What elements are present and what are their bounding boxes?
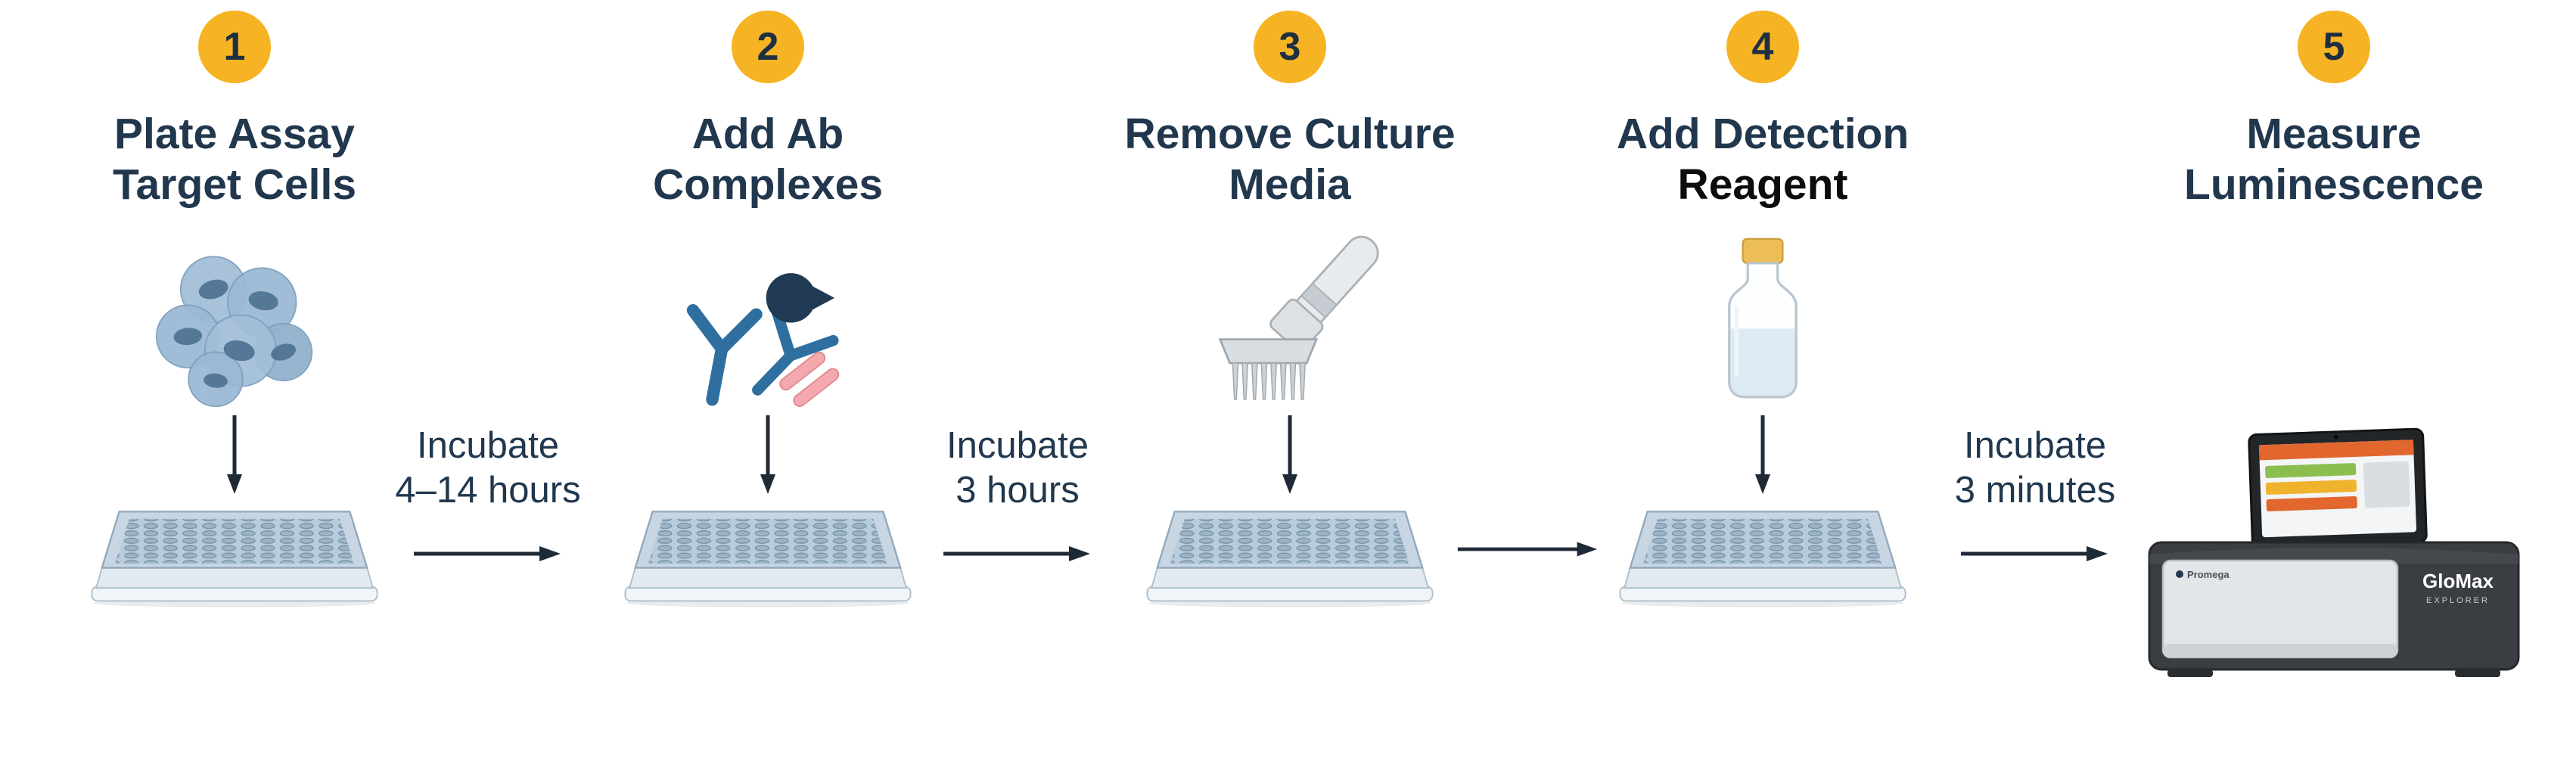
step-measure-luminescence: 5 Measure Luminescence <box>2099 0 2568 685</box>
device-model-label: GloMax <box>2422 570 2494 592</box>
incubation-label-line2: 3 hours <box>956 469 1080 511</box>
step-title-line1: Add Ab <box>691 110 844 158</box>
step-plate-assay-target-cells: 1 Plate Assay Target Cells <box>0 0 469 608</box>
incubation-label-line2: 4–14 hours <box>395 469 581 511</box>
step-number-badge: 4 <box>1726 11 1799 83</box>
transition-incubate-3: Incubate 3 minutes <box>1884 424 2186 564</box>
device-brand-dot <box>2176 570 2183 579</box>
step-number-badge: 1 <box>198 11 271 83</box>
transition-incubate-2: Incubate 3 hours <box>866 424 1169 564</box>
step-title-line1: Remove Culture <box>1124 110 1456 158</box>
step-title-line1: Measure <box>2246 110 2422 158</box>
incubation-label-line2: 3 minutes <box>1954 469 2116 511</box>
step-title-line2: Complexes <box>652 160 884 209</box>
step-number: 3 <box>1279 25 1301 69</box>
step-title: Measure Luminescence <box>2184 109 2484 210</box>
step-number-badge: 5 <box>2298 11 2370 83</box>
antibody-complex-icon <box>654 219 881 409</box>
incubation-label-line1: Incubate <box>1964 425 2106 466</box>
multichannel-pipette-icon <box>1199 219 1381 409</box>
luminometer-icon: Promega GloMax EXPLORER <box>2137 427 2531 685</box>
step-add-detection-reagent: 4 Add Detection Reagent <box>1528 0 1997 608</box>
down-arrow-icon <box>223 414 246 497</box>
step-title: Add Ab Complexes <box>653 109 883 210</box>
step-number: 2 <box>757 25 779 69</box>
cells-icon <box>142 219 328 409</box>
step-title-line1: Plate Assay <box>114 110 355 158</box>
right-arrow-icon <box>1959 543 2111 564</box>
incubation-label: Incubate 4–14 hours <box>395 424 580 513</box>
incubation-label: Incubate 3 minutes <box>1955 424 2115 513</box>
step-number: 4 <box>1751 25 1774 69</box>
step-title: Plate Assay Target Cells <box>113 109 356 210</box>
incubation-label: Incubate 3 hours <box>946 424 1089 513</box>
step-add-ab-complexes: 2 Add Ab Complexes <box>533 0 1002 608</box>
step-title-line2: Reagent <box>1677 160 1848 209</box>
step-title-line2: Target Cells <box>112 160 357 209</box>
step-number: 1 <box>223 25 246 69</box>
device-variant-label: EXPLORER <box>2426 596 2490 605</box>
step-number: 5 <box>2323 25 2345 69</box>
step-title-line1: Add Detection <box>1616 110 1909 158</box>
transition-incubate-1: Incubate 4–14 hours <box>337 424 639 564</box>
down-arrow-icon <box>1751 414 1774 497</box>
down-arrow-icon <box>757 414 779 497</box>
step-title: Remove Culture Media <box>1124 109 1455 210</box>
step-number-badge: 3 <box>1254 11 1326 83</box>
reagent-bottle-icon <box>1702 219 1823 409</box>
incubation-label-line1: Incubate <box>416 425 559 466</box>
step-title-line2: Luminescence <box>2184 160 2484 209</box>
step-title: Add Detection Reagent <box>1617 109 1909 210</box>
step-number-badge: 2 <box>732 11 804 83</box>
step-remove-culture-media: 3 Remove Culture Media <box>1055 0 1524 608</box>
microplate-icon <box>1611 500 1914 608</box>
microplate-icon <box>1139 500 1441 608</box>
down-arrow-icon <box>1279 414 1301 497</box>
incubation-label-line1: Incubate <box>946 425 1089 466</box>
step-title-line2: Media <box>1229 160 1351 209</box>
device-brand-label: Promega <box>2187 569 2230 580</box>
